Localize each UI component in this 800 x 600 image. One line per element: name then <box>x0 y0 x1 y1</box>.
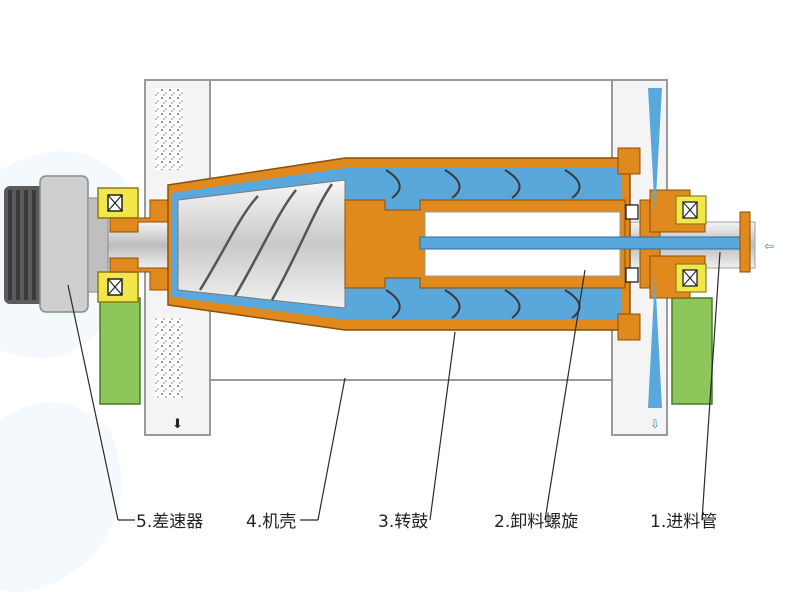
left-support-pedestal <box>99 297 141 405</box>
label-screw: 2.卸料螺旋 <box>494 512 578 532</box>
bearing-icon <box>625 204 639 220</box>
leader-lines <box>67 251 721 521</box>
leader-line-bowl <box>429 331 456 521</box>
leader-line-screw <box>544 269 586 521</box>
label-feed-pipe: 1.进料管 <box>650 512 717 532</box>
bearing-icon <box>625 267 639 283</box>
liquid-discharge-blade <box>648 275 662 408</box>
feed-pipe <box>419 189 751 299</box>
label-casing: 4.机壳 <box>246 512 296 532</box>
feed-inlet-arrow-icon: ⇦ <box>764 239 774 253</box>
leader-line-differential <box>67 284 119 521</box>
label-bowl: 3.转鼓 <box>378 512 428 532</box>
left-bearing-housing <box>97 187 169 303</box>
differential-pulley <box>4 175 109 313</box>
leader-line-casing <box>317 377 346 521</box>
liquid-outlet-arrow-icon: ⇩ <box>650 417 660 431</box>
label-differential: 5.差速器 <box>136 512 203 532</box>
leader-line-feed-pipe <box>701 251 721 521</box>
liquid-discharge-blade <box>648 88 662 215</box>
solids-outlet-arrow-icon: ⬇ <box>172 417 183 432</box>
right-support-pedestal <box>671 297 713 405</box>
